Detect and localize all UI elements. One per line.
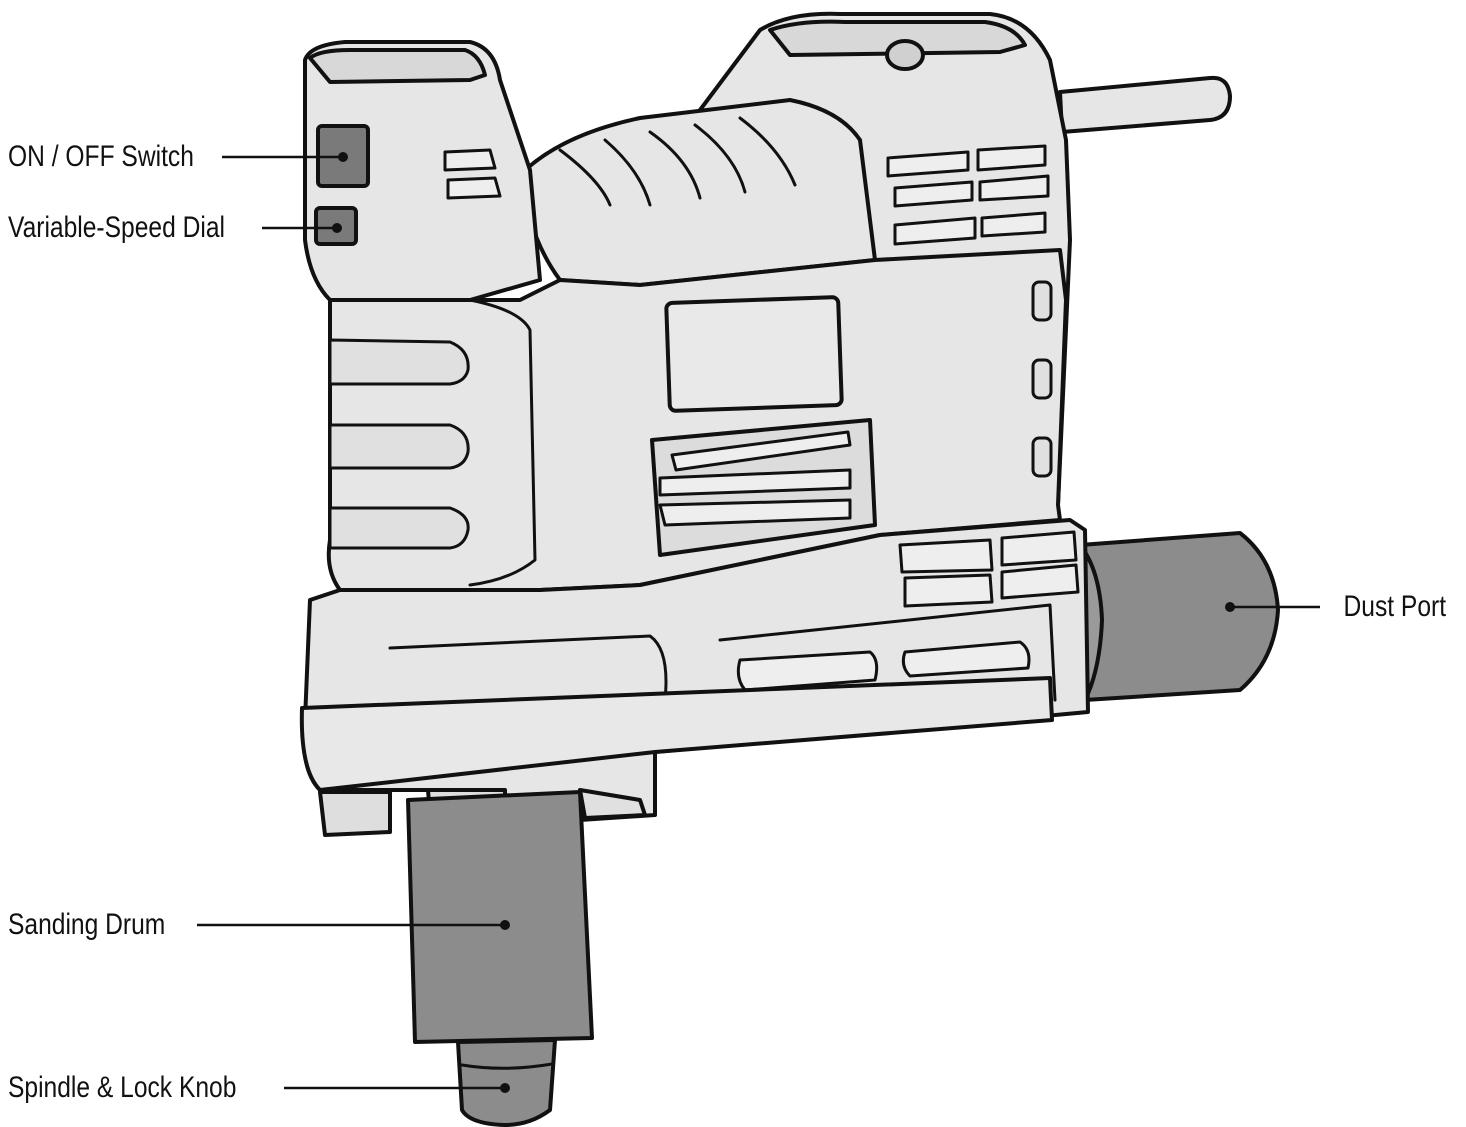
sanding-drum-label: Sanding Drum [8,908,166,941]
spindle-lock-knob-label: Spindle & Lock Knob [8,1071,237,1104]
power-cord [1058,75,1232,134]
base-band [299,676,1054,792]
variable-speed-dial-label: Variable-Speed Dial [8,211,225,244]
rating-plate [664,295,844,413]
spindle-shape [456,1038,557,1127]
dust-port-label: Dust Port [1343,590,1446,623]
on-off-switch-label: ON / OFF Switch [8,140,194,173]
front-handle [303,40,542,302]
dust-port-tube [1078,531,1280,702]
sanding-drum-shape [406,790,594,1044]
